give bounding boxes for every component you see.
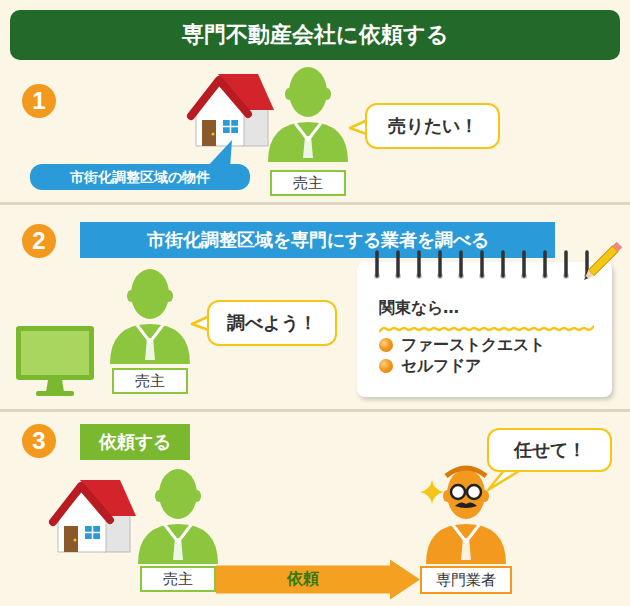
sparkle: [420, 480, 444, 504]
role-label: 売主: [140, 566, 216, 592]
step-heading: 依頼する: [80, 424, 190, 460]
title: 専門不動産会社に依頼する: [182, 20, 449, 50]
property-label-text: 市街化調整区域の物件: [70, 169, 210, 186]
company-name: セルフドア: [401, 356, 481, 375]
step-number-text: 2: [32, 227, 45, 256]
section-divider: [0, 202, 630, 205]
step-number: 3: [22, 424, 56, 458]
role-label: 専門業者: [420, 566, 512, 594]
list-row: 関東なら…: [379, 298, 596, 317]
role-label-text: 売主: [163, 570, 193, 588]
house-icon: [191, 74, 274, 146]
seller-figure: [110, 269, 190, 364]
role-label-text: 売主: [135, 372, 165, 390]
title-band: 専門不動産会社に依頼する: [10, 10, 620, 60]
pin-bullet: [379, 338, 393, 352]
step-heading-text: 市街化調整区域を専門にする業者を調べる: [147, 229, 489, 251]
pin-bullet: [379, 359, 393, 373]
step-heading-text: 依頼する: [99, 431, 171, 453]
pencil: [581, 242, 622, 283]
role-label-text: 専門業者: [436, 571, 496, 589]
step-number-text: 3: [32, 427, 45, 456]
speech-bubble: 調べよう！: [207, 300, 337, 346]
step-number-text: 1: [32, 87, 45, 116]
property-label: 市街化調整区域の物件: [30, 164, 250, 190]
speech-bubble-text: 売りたい！: [388, 115, 478, 137]
house-icon: [53, 480, 136, 552]
wavy-underline: [379, 319, 596, 329]
role-label-text: 売主: [293, 174, 323, 192]
role-label: 売主: [270, 170, 346, 196]
section-divider: [0, 409, 630, 412]
note-heading: 関東なら…: [379, 298, 459, 317]
step-number: 2: [22, 224, 56, 258]
monitor-icon: [16, 326, 94, 396]
arrow-label: 依頼: [287, 569, 319, 590]
speech-bubble-text: 調べよう！: [227, 312, 317, 334]
flow-arrow: [216, 560, 420, 600]
step-number: 1: [22, 84, 56, 118]
list-row: ファーストクエスト: [379, 335, 596, 354]
speech-bubble: 売りたい！: [365, 103, 500, 149]
role-label: 売主: [112, 368, 188, 394]
notepad: 関東なら… ファーストクエストセルフドア: [357, 262, 612, 397]
list-row: セルフドア: [379, 356, 596, 375]
seller-figure: [268, 67, 348, 162]
speech-bubble-text: 任せて！: [514, 439, 586, 461]
speech-bubble: 任せて！: [487, 428, 612, 472]
seller-figure: [138, 469, 218, 564]
company-name: ファーストクエスト: [401, 335, 545, 354]
